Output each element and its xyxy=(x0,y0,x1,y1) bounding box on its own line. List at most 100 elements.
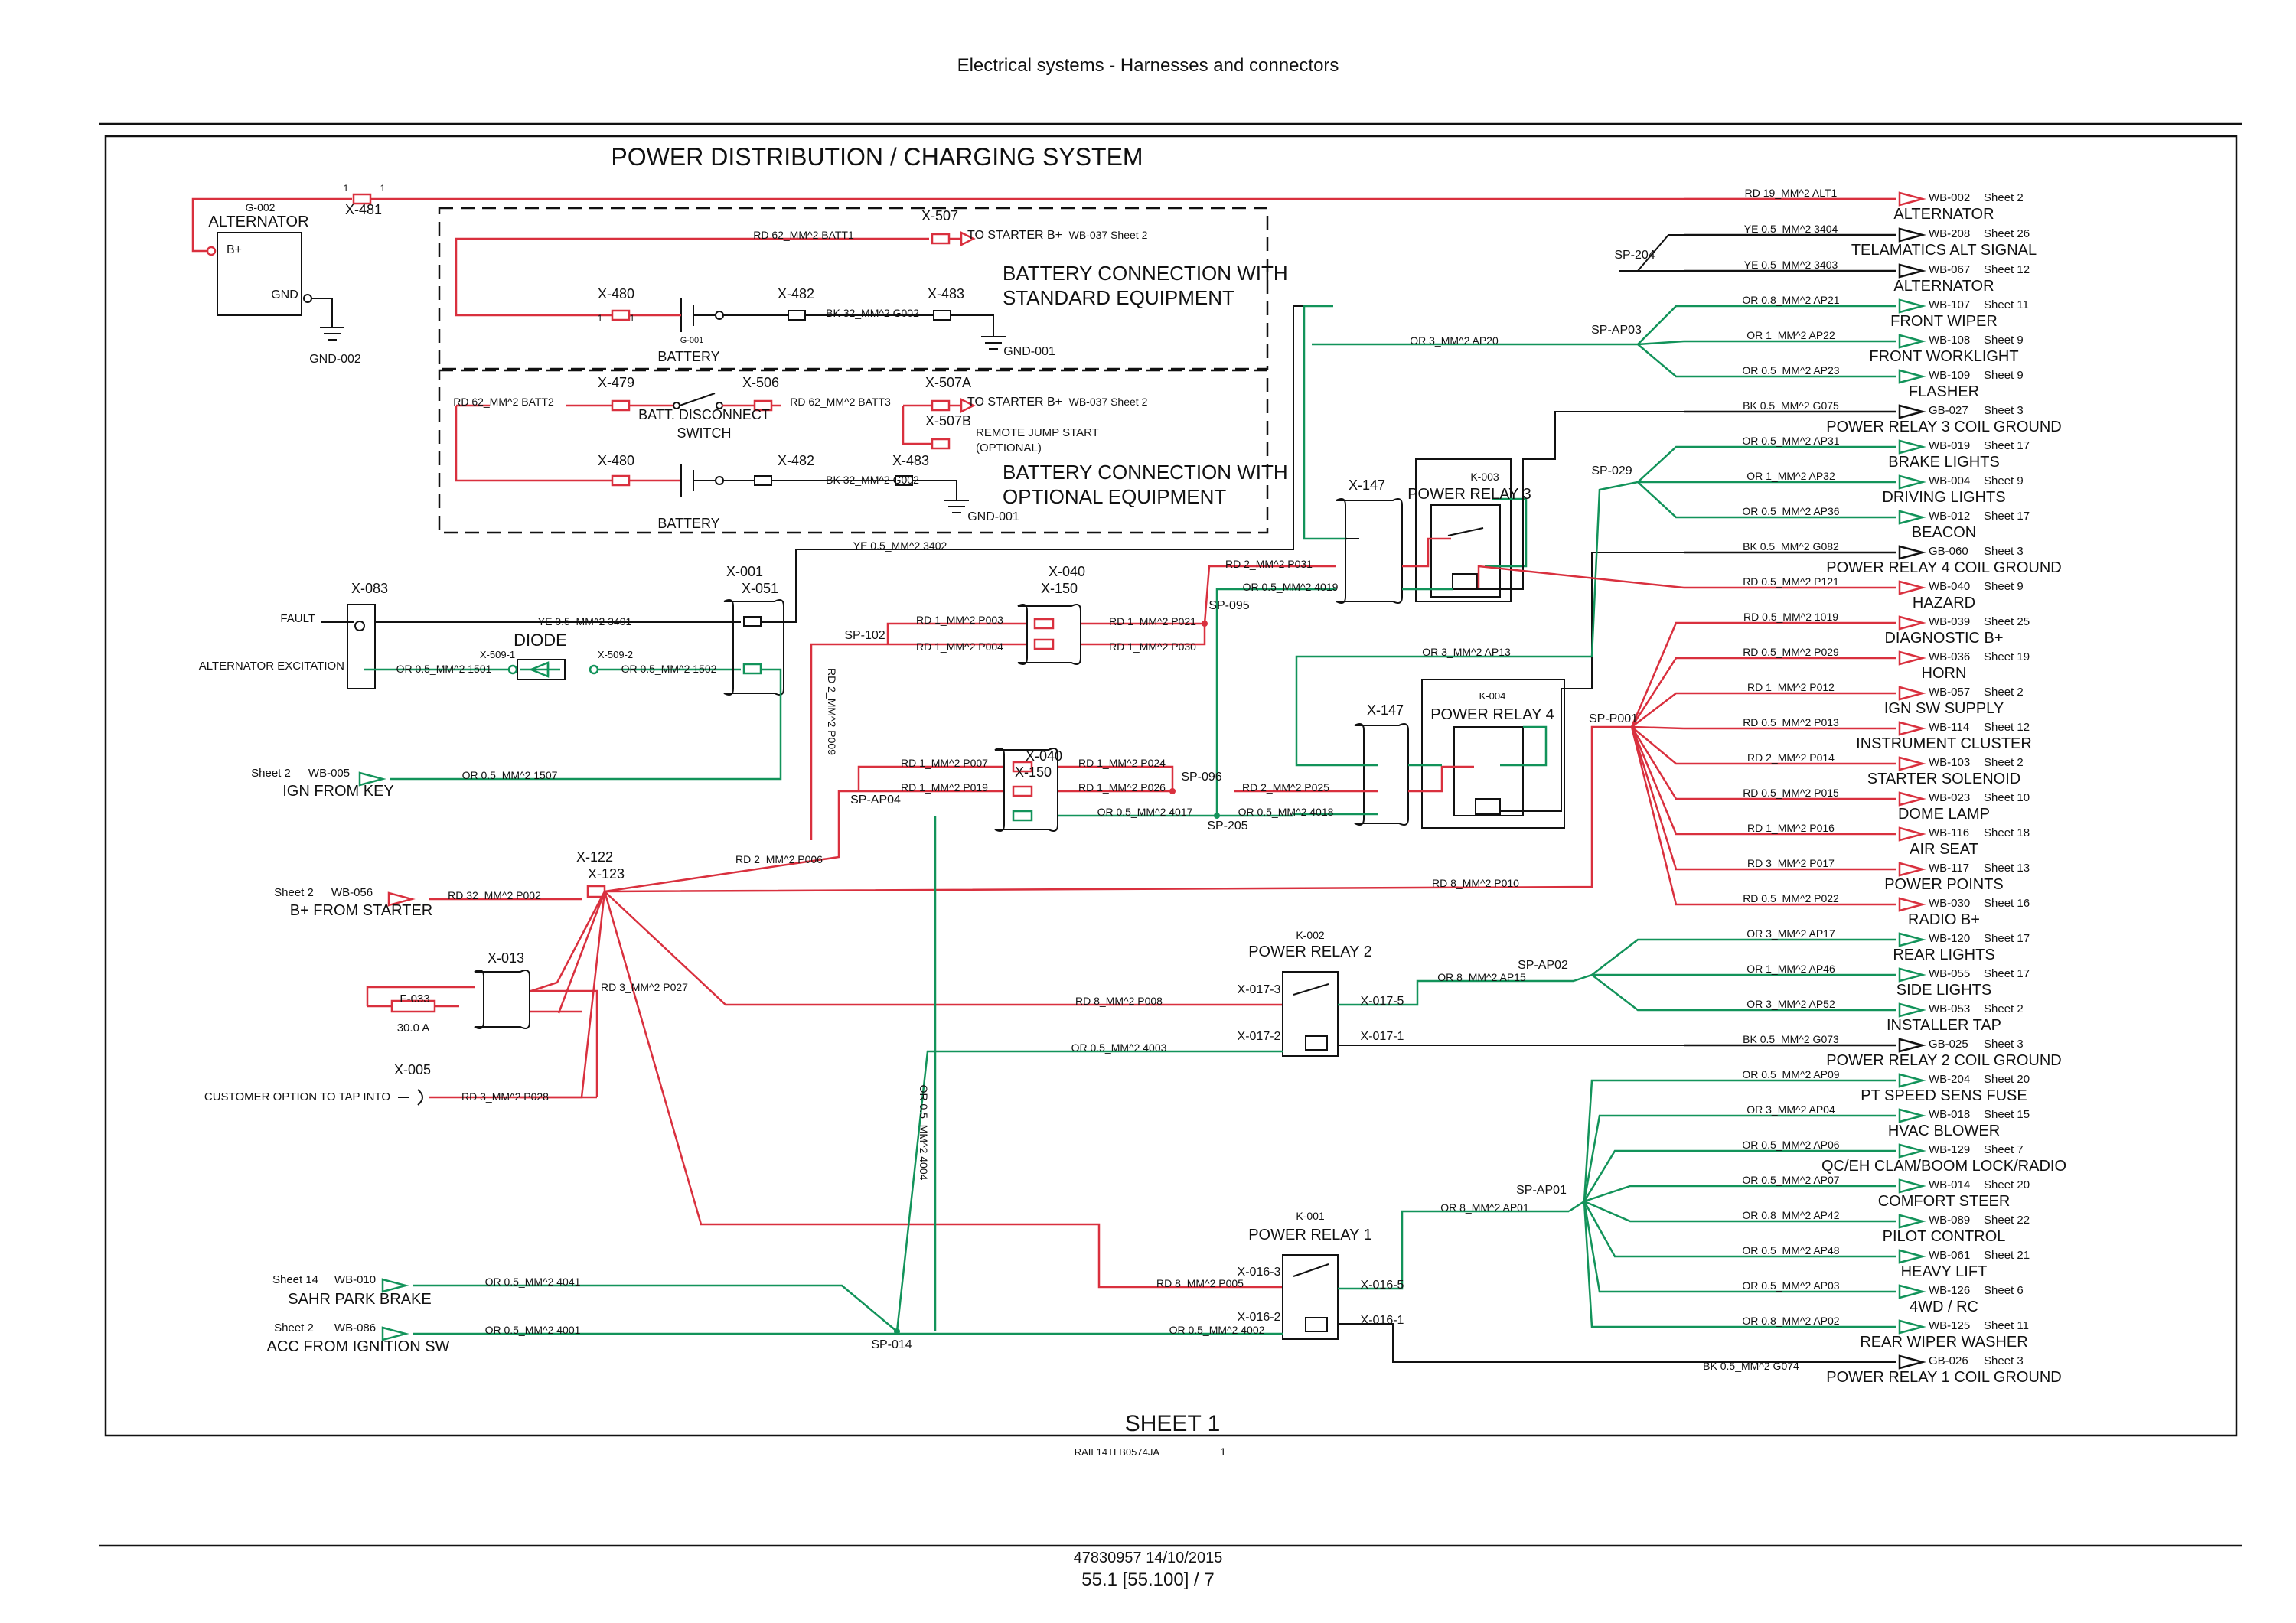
battery-symbol xyxy=(680,298,694,332)
sheet-label: SHEET 1 xyxy=(1125,1411,1221,1436)
diagram-label: RD 1_MM^2 P003 xyxy=(916,614,1003,626)
destination-arrow xyxy=(1898,1319,1926,1335)
harness-ref: WB-117 xyxy=(1929,862,1969,875)
wire-alt1-left xyxy=(191,197,352,253)
diagram-label: X-479 xyxy=(598,375,634,390)
destination-label: STARTER SOLENOID xyxy=(1867,771,2020,787)
wire-batt2 xyxy=(455,404,612,482)
doc-number: 47830957 14/10/2015 xyxy=(1074,1550,1223,1566)
diagram-label: X-017-3 xyxy=(1238,983,1281,996)
sheet-ref: Sheet 19 xyxy=(1984,650,2030,663)
diagram-label: RD 1_MM^2 P007 xyxy=(901,757,988,769)
diagram-label: RD 3_MM^2 P028 xyxy=(461,1090,549,1103)
relay-3-id: K-003 xyxy=(1470,471,1499,483)
destination-arrow xyxy=(1898,1249,1926,1264)
wire-label: RD 2_MM^2 P014 xyxy=(1747,751,1835,764)
diagram-label: WB-005 xyxy=(308,767,350,780)
wire-label: YE 0.5_MM^2 3403 xyxy=(1744,259,1838,271)
diagram-label: SP-014 xyxy=(871,1338,912,1351)
wire-label: OR 0.5_MM^2 AP23 xyxy=(1742,364,1839,376)
destination-label: DIAGNOSTIC B+ xyxy=(1884,630,2003,647)
destination-arrow xyxy=(1898,1214,1926,1229)
relay-4-coil xyxy=(1475,798,1501,815)
disconnect-switch-blade xyxy=(679,393,716,406)
wire-label: OR 0.5_MM^2 AP31 xyxy=(1742,435,1839,447)
harness-ref: WB-067 xyxy=(1929,263,1970,276)
diagram-label: WB-037 Sheet 2 xyxy=(1069,396,1148,408)
diagram-label: X-040 xyxy=(1049,564,1085,579)
destination-arrow xyxy=(1898,474,1926,490)
harness-ref: WB-107 xyxy=(1929,298,1970,311)
harness-ref: WB-018 xyxy=(1929,1108,1970,1121)
relay-1-box xyxy=(1282,1254,1339,1340)
destination-label: POWER RELAY 3 COIL GROUND xyxy=(1826,419,2061,435)
destination-arrow xyxy=(1898,298,1926,314)
harness-ref: WB-053 xyxy=(1929,1002,1970,1015)
diagram-label: OR 0.5_MM^2 4017 xyxy=(1097,806,1193,818)
wire-g082 xyxy=(1500,552,1896,812)
diagram-label: SAHR PARK BRAKE xyxy=(288,1291,431,1308)
diagram-label: RD 2_MM^2 P006 xyxy=(735,853,823,865)
diagram-label: X-507 xyxy=(921,208,958,223)
diagram-label: X-001 xyxy=(726,564,763,579)
harness-ref: WB-120 xyxy=(1929,932,1970,945)
diagram-label: B+ FROM STARTER xyxy=(290,902,433,919)
diagram-label: GND-001 xyxy=(1003,345,1055,358)
relay-4-box xyxy=(1421,679,1565,829)
wire-label: RD 3_MM^2 P017 xyxy=(1747,857,1835,869)
diagram-label: GND-001 xyxy=(967,510,1019,523)
destination-label: REAR LIGHTS xyxy=(1893,947,1994,963)
wires-4041-4001 xyxy=(413,1284,1283,1335)
diagram-label: RD 1_MM^2 P004 xyxy=(916,640,1003,653)
harness-ref: WB-089 xyxy=(1929,1214,1970,1227)
diagram-label: X-017-5 xyxy=(1361,995,1404,1008)
diode-box xyxy=(517,659,566,680)
destination-arrow xyxy=(1898,191,1926,207)
sheet-ref: Sheet 9 xyxy=(1984,474,2024,487)
destination-arrow xyxy=(1898,650,1926,666)
diagram-label: RD 2_MM^2 P025 xyxy=(1242,781,1329,794)
diagram-label: FAULT xyxy=(280,612,315,625)
destination-label: POWER RELAY 2 COIL GROUND xyxy=(1826,1052,2061,1069)
relay-4-id: K-004 xyxy=(1479,690,1506,702)
harness-ref: WB-108 xyxy=(1929,334,1970,347)
connector-x482 xyxy=(788,310,806,321)
diagram-label: BK 32_MM^2 G002 xyxy=(826,307,919,319)
sheet-ref: Sheet 2 xyxy=(1984,756,2024,769)
harness-ref: WB-061 xyxy=(1929,1249,1970,1262)
diagram-label: Sheet 2 xyxy=(274,886,314,899)
relay-2-box xyxy=(1282,971,1339,1057)
wire-label: RD 0.5_MM^2 P013 xyxy=(1743,716,1839,728)
sheet-ref: Sheet 17 xyxy=(1984,510,2030,523)
wire-label: OR 0.5_MM^2 AP07 xyxy=(1742,1174,1839,1186)
destination-label: POWER POINTS xyxy=(1884,876,2004,893)
wire-1507 xyxy=(390,668,782,781)
diagram-label: WB-037 Sheet 2 xyxy=(1069,229,1148,241)
wire-label: OR 0.5_MM^2 AP48 xyxy=(1742,1244,1839,1256)
connector-x150-lower xyxy=(994,748,1058,832)
ground-symbol-gnd002 xyxy=(320,327,344,341)
diagram-label: X-483 xyxy=(928,286,964,301)
splice-sp014 xyxy=(894,1328,900,1335)
diagram-label: X-013 xyxy=(488,950,524,966)
destination-label: POWER RELAY 1 COIL GROUND xyxy=(1826,1369,2061,1386)
connector-x013 xyxy=(474,970,530,1029)
connector-x051 xyxy=(723,599,784,696)
sheet-ref: Sheet 17 xyxy=(1984,932,2030,945)
destination-arrow xyxy=(1898,791,1926,807)
diagram-label: OR 0.5_MM^2 1501 xyxy=(396,663,492,675)
diagram-title: POWER DISTRIBUTION / CHARGING SYSTEM xyxy=(611,143,1143,171)
destination-arrow xyxy=(1898,1354,1926,1370)
wire-g075 xyxy=(1477,411,1896,590)
harness-ref: WB-012 xyxy=(1929,510,1970,523)
harness-ref: WB-114 xyxy=(1929,721,1969,734)
connector-x507a xyxy=(931,399,951,412)
diagram-label: OR 3_MM^2 AP20 xyxy=(1410,334,1499,347)
diagram-label: 30.0 A xyxy=(397,1022,430,1035)
